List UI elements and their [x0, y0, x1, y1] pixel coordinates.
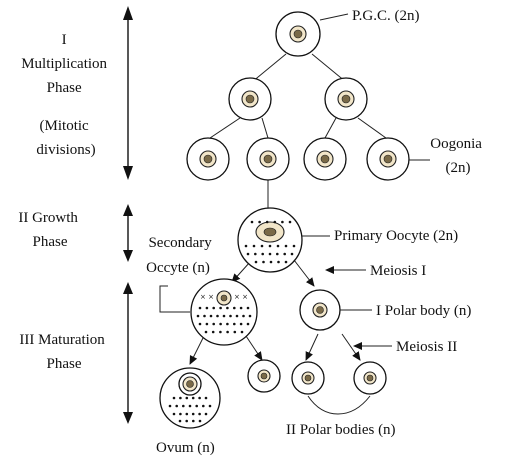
oogonia-label: Oogonia (2n)	[430, 136, 485, 176]
second-polar-body-1	[247, 359, 281, 393]
oogonium-cell-3	[303, 137, 347, 181]
secondary-oocyte-label: Secondary Occyte (n)	[146, 235, 215, 276]
svg-text:× ×: × ×	[234, 293, 248, 301]
primary-oocyte-label: Primary Oocyte (2n)	[334, 228, 458, 244]
second-polar-body-3	[353, 361, 387, 395]
oogonium-cell-4	[366, 137, 410, 181]
leader-lines	[159, 13, 430, 415]
pgc-label: P.G.C. (2n)	[352, 8, 420, 24]
phase-arrow-maturation	[123, 282, 133, 424]
first-polar-body-cell	[299, 289, 341, 331]
phase-arrow-multiplication	[123, 6, 133, 180]
phase-arrow-growth	[123, 204, 133, 262]
maturation-phase-label: III Maturation Phase	[19, 332, 108, 372]
ovum-cell	[159, 367, 221, 429]
meiosis-2-label: Meiosis II	[396, 339, 457, 355]
second-polar-bodies-label: II Polar bodies (n)	[286, 422, 396, 438]
growth-phase-label: II Growth Phase	[18, 210, 81, 250]
oogonium-cell-1	[186, 137, 230, 181]
ovum-label: Ovum (n)	[156, 440, 215, 456]
multiplication-phase-label: I Multiplication Phase (Mitotic division…	[21, 32, 111, 158]
lineage-lines	[209, 53, 387, 208]
svg-text:× ×: × ×	[200, 293, 214, 301]
secondary-oocyte-cell: × × × ×	[190, 278, 258, 346]
oogonium-cell-2	[246, 137, 290, 181]
meiosis-1-label: Meiosis I	[370, 263, 426, 279]
division-arrows	[189, 259, 361, 365]
primary-oocyte-cell	[237, 207, 303, 273]
first-polar-body-label: I Polar body (n)	[376, 303, 471, 319]
dividing-cell-left	[228, 77, 272, 121]
meiosis-arrows	[325, 266, 392, 350]
pgc-cell	[275, 11, 321, 57]
second-polar-body-2	[291, 361, 325, 395]
dividing-cell-right	[324, 77, 368, 121]
